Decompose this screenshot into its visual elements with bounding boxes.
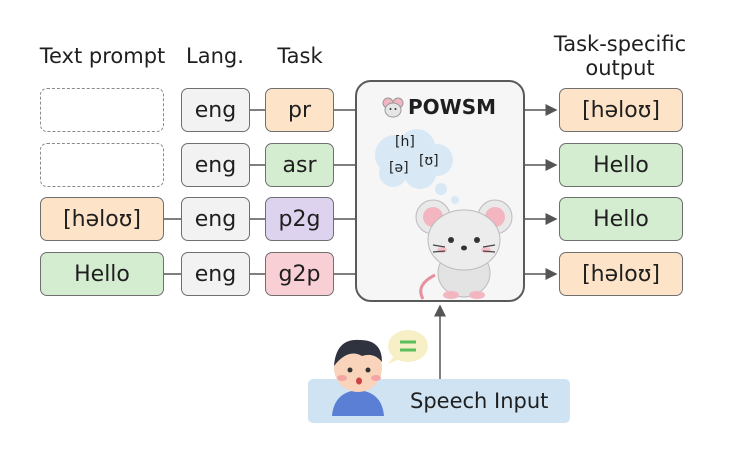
prompt-box-empty xyxy=(40,88,164,132)
task-box-pr: pr xyxy=(265,88,334,132)
thought-phoneme: [h] xyxy=(395,134,415,150)
speech-input-label: Speech Input xyxy=(410,389,549,413)
output-box-asr: Hello xyxy=(559,143,683,187)
speaker-person-icon xyxy=(332,330,428,416)
lang-box: eng xyxy=(181,143,250,187)
prompt-box-empty xyxy=(40,143,164,187)
mouse-logo-icon xyxy=(382,97,404,118)
task-box-asr: asr xyxy=(265,143,334,187)
prompt-box-text: Hello xyxy=(40,252,164,296)
task-box-p2g: p2g xyxy=(265,197,334,241)
thought-phoneme: [ʊ] xyxy=(419,153,439,169)
model-title: POWSM xyxy=(408,95,497,119)
output-box-p2g: Hello xyxy=(559,197,683,241)
prompt-box-phonemes: [həloʊ] xyxy=(40,197,164,241)
mouse-mascot-icon xyxy=(415,199,513,300)
header-text-prompt: Text prompt xyxy=(39,44,166,68)
thought-phoneme: [ə] xyxy=(389,160,409,176)
header-lang: Lang. xyxy=(186,44,244,68)
output-box-g2p: [həloʊ] xyxy=(559,252,683,296)
output-box-pr: [həloʊ] xyxy=(559,88,683,132)
lang-box: eng xyxy=(181,197,250,241)
header-task: Task xyxy=(277,44,323,68)
task-box-g2p: g2p xyxy=(265,252,334,296)
lang-box: eng xyxy=(181,252,250,296)
thought-cloud-icon xyxy=(375,129,459,204)
header-output: Task-specific output xyxy=(553,32,687,80)
lang-box: eng xyxy=(181,88,250,132)
